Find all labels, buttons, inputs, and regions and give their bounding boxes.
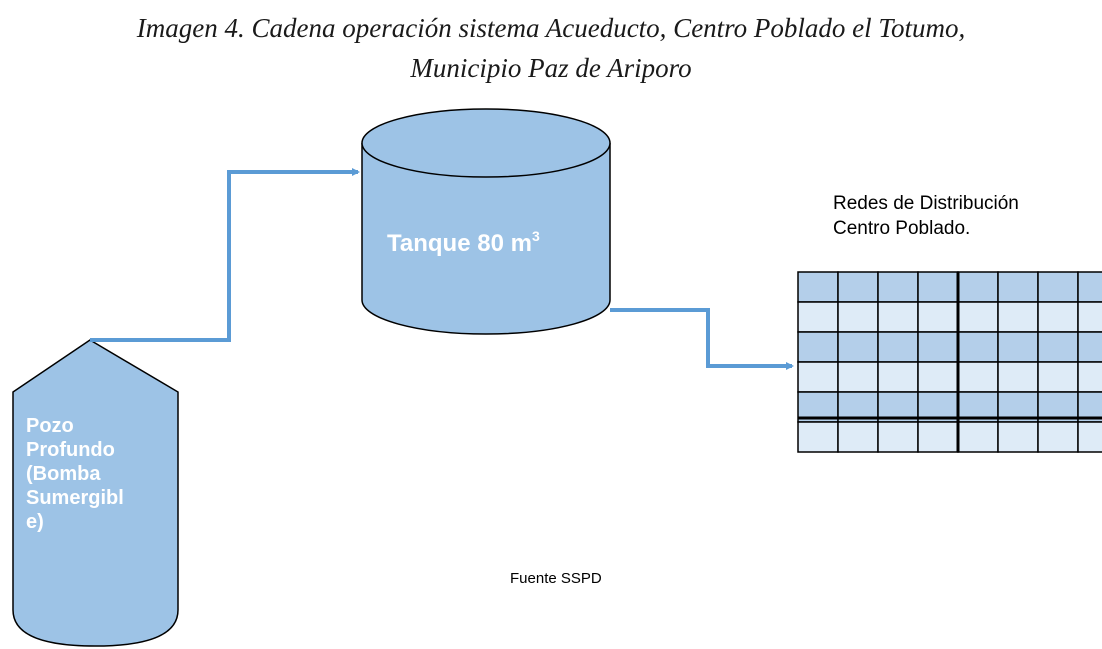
grid-cell: [797, 361, 839, 393]
grid-cell: [1077, 301, 1102, 333]
well-label-line: e): [26, 511, 44, 533]
pipe-well-to-tank: [90, 168, 360, 342]
grid-cell: [997, 421, 1039, 453]
grid-cell: [1037, 331, 1079, 363]
storage-tank: [361, 108, 611, 335]
grid-cell: [997, 331, 1039, 363]
source-note: Fuente SSPD: [510, 570, 602, 587]
figure-caption: Imagen 4. Cadena operación sistema Acued…: [0, 8, 1102, 88]
tank-label-superscript: 3: [531, 228, 540, 244]
grid-cell: [837, 421, 879, 453]
grid-cell: [997, 271, 1039, 303]
grid-cell: [877, 361, 919, 393]
grid-cell: [1077, 331, 1102, 363]
grid-cell: [877, 331, 919, 363]
grid-cell: [1037, 271, 1079, 303]
well-label-line: Sumergibl: [26, 487, 124, 509]
grid-cell: [1037, 301, 1079, 333]
grid-cell: [877, 421, 919, 453]
well-label-line: Pozo: [26, 415, 74, 437]
grid-cell: [1077, 421, 1102, 453]
distribution-network-grid: [797, 271, 1102, 453]
grid-cell: [917, 301, 959, 333]
grid-cell: [1077, 361, 1102, 393]
grid-cell: [837, 271, 879, 303]
tank-label-text: Tanque 80 m: [387, 230, 532, 257]
grid-cell: [917, 361, 959, 393]
caption-line-2: Municipio Paz de Ariporo: [410, 53, 692, 83]
caption-line-1: Imagen 4. Cadena operación sistema Acued…: [136, 13, 966, 43]
grid-cell: [997, 361, 1039, 393]
grid-cell: [837, 331, 879, 363]
grid-cell: [877, 271, 919, 303]
well-label-line: Profundo: [26, 439, 115, 461]
pipe-tank-to-network: [610, 308, 794, 370]
well-label: Pozo Profundo (Bomba Sumergibl e): [26, 414, 156, 534]
network-label: Redes de Distribución Centro Poblado.: [833, 191, 1019, 241]
grid-cell: [877, 301, 919, 333]
tank-top: [361, 108, 611, 178]
grid-cell: [837, 361, 879, 393]
grid-cell: [997, 301, 1039, 333]
grid-cell: [1037, 421, 1079, 453]
well-label-line: (Bomba: [26, 463, 101, 485]
grid-cell: [797, 271, 839, 303]
grid-cell: [837, 301, 879, 333]
tank-label: Tanque 80 m3: [387, 228, 540, 258]
network-label-line-2: Centro Poblado.: [833, 218, 971, 239]
tank-body: [361, 143, 611, 335]
grid-cell: [957, 301, 999, 333]
grid-cell: [797, 421, 839, 453]
grid-cell: [957, 421, 999, 453]
grid-cell: [957, 361, 999, 393]
grid-cell: [1037, 361, 1079, 393]
grid-cell: [1077, 271, 1102, 303]
grid-cell: [917, 331, 959, 363]
grid-cell: [797, 301, 839, 333]
well-shape: [12, 339, 179, 647]
grid-cell: [917, 421, 959, 453]
grid-cell: [957, 331, 999, 363]
grid-cell: [797, 331, 839, 363]
grid-cell: [917, 271, 959, 303]
network-label-line-1: Redes de Distribución: [833, 193, 1019, 214]
grid-cell: [957, 271, 999, 303]
